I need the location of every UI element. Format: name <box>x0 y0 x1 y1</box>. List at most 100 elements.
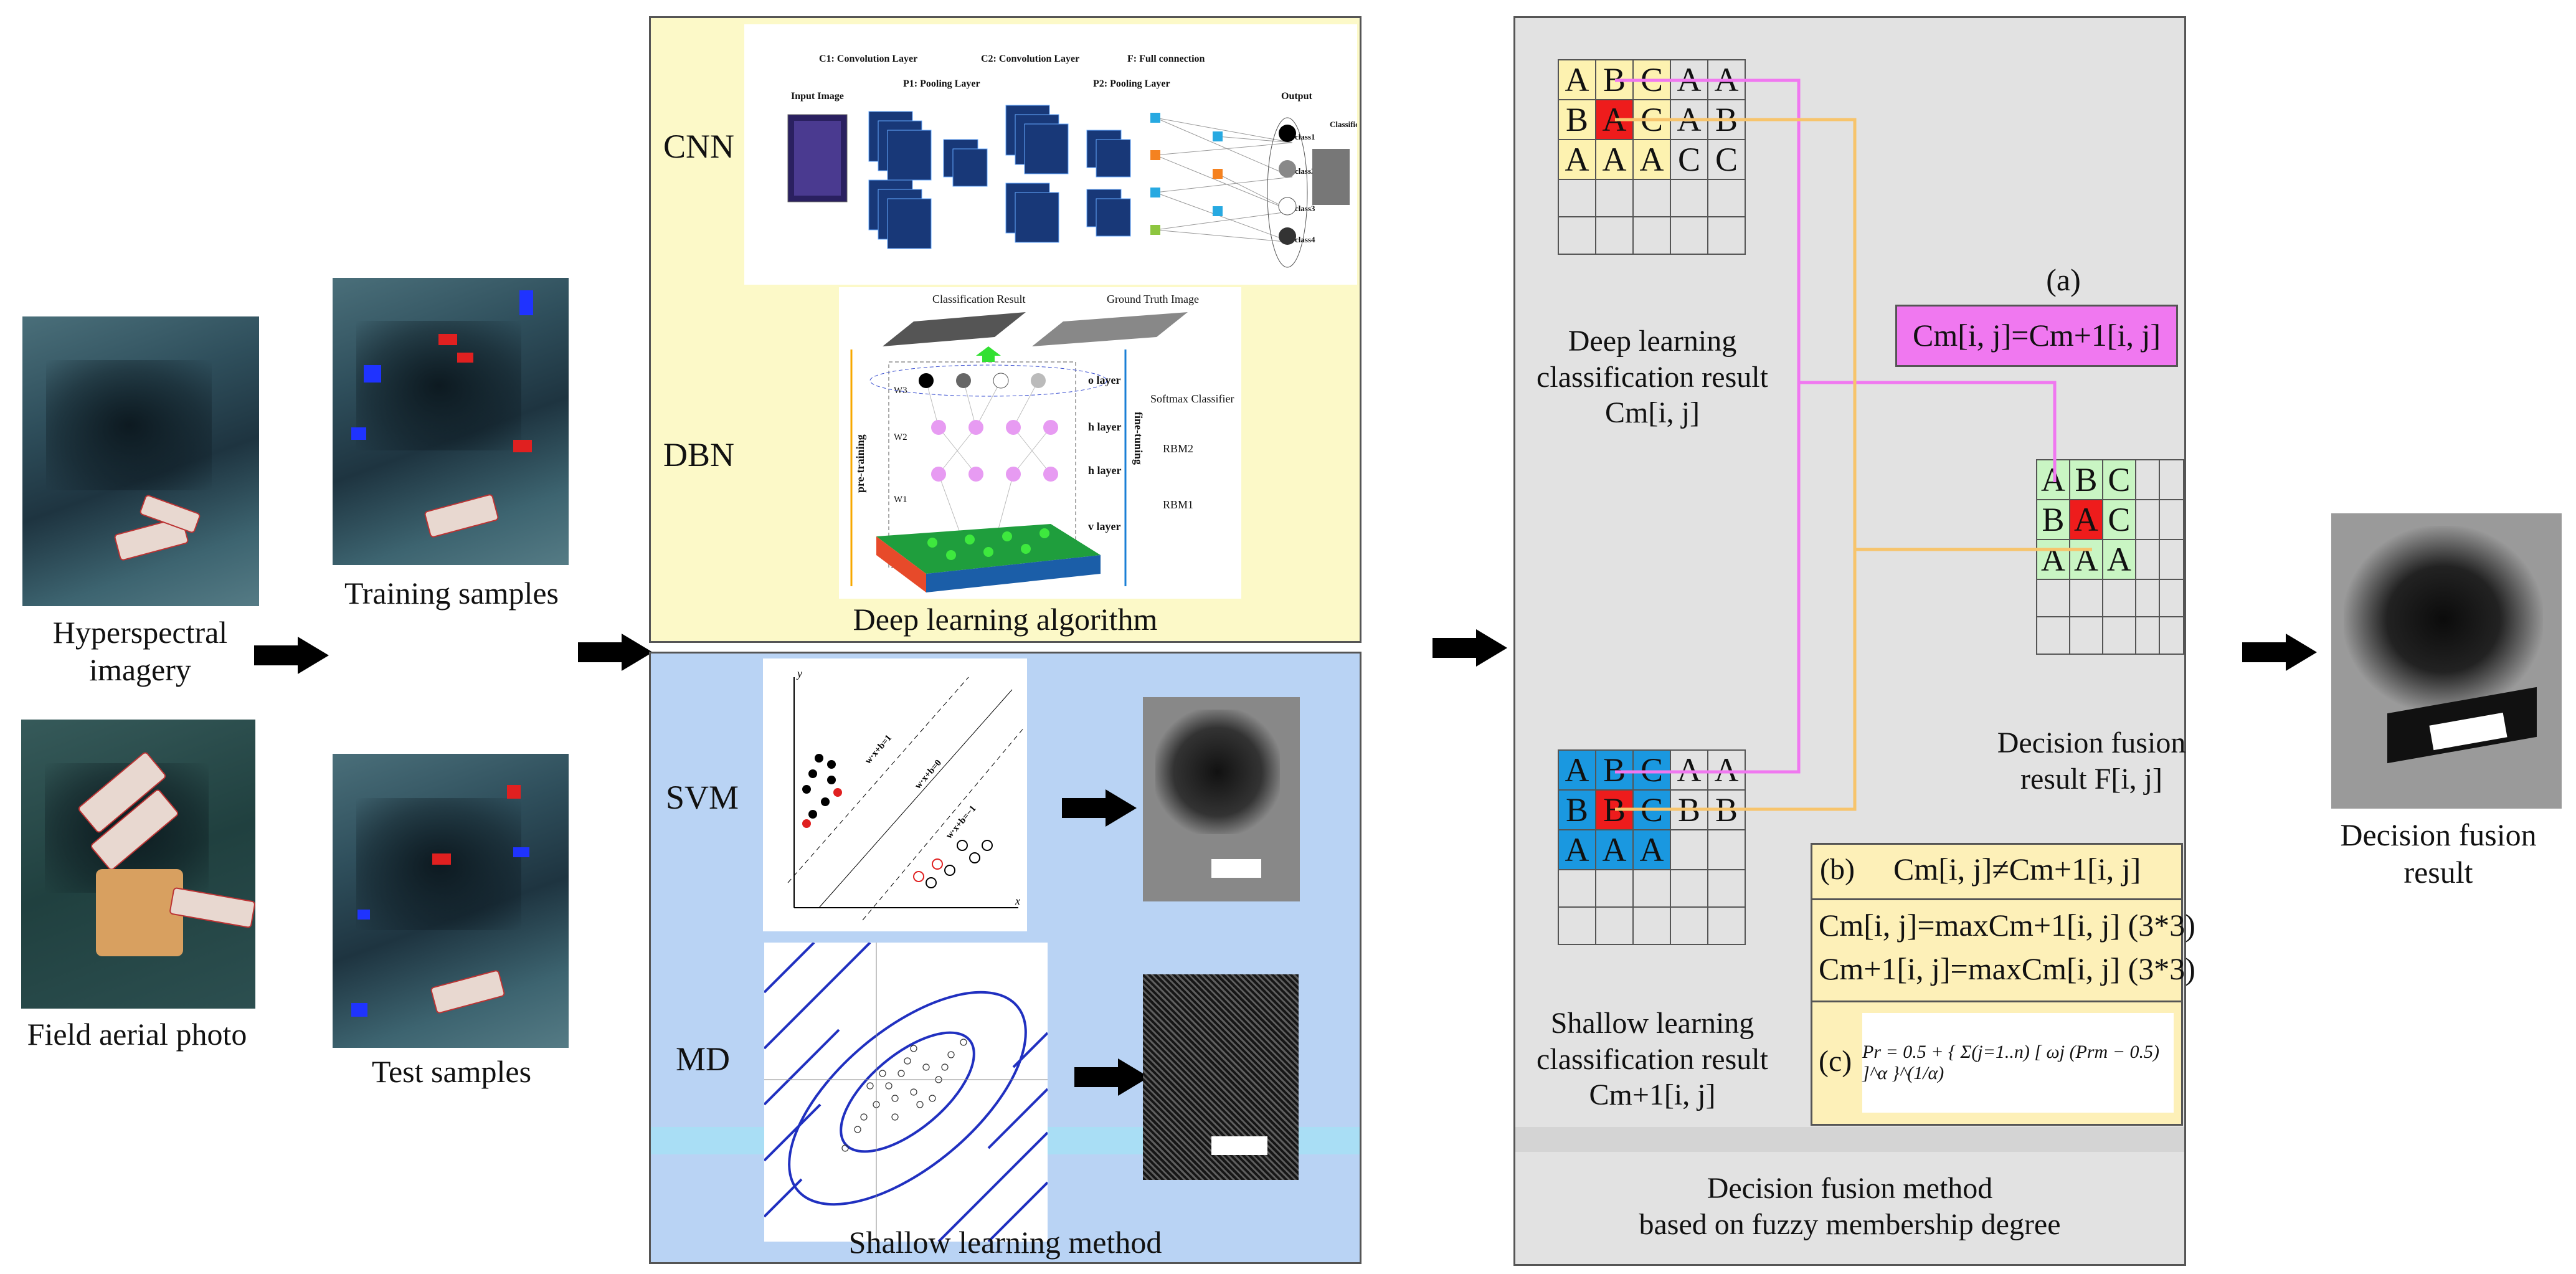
deep-cell: B <box>1558 99 1596 140</box>
cnn-text-8: class1 <box>1295 132 1315 141</box>
final-result-label-line: Decision fusion <box>2340 817 2537 852</box>
fused-grid-caption: Decision fusion result F[i, j] <box>1989 725 2194 797</box>
fused-caption-line: Decision fusion <box>1997 726 2186 759</box>
equation-a-text: Cm[i, j]=Cm+1[i, j] <box>1912 318 2161 353</box>
fused-cell: A <box>2036 459 2070 500</box>
shallow-cell: A <box>1632 829 1671 870</box>
cnn-text-3: P1: Pooling Layer <box>903 78 980 89</box>
cnn-diagram: C1: Convolution Layer C2: Convolution La… <box>744 24 1401 285</box>
shallow-cell: A <box>1707 749 1746 791</box>
svm-line-label-2: w·x+b=−1 <box>944 804 978 840</box>
cnn-text-4: P2: Pooling Layer <box>1093 78 1170 89</box>
final-result-label-line: result <box>2403 855 2473 890</box>
shallow-cell: A <box>1595 829 1634 870</box>
svm-label: SVM <box>666 779 739 816</box>
fused-cell: A <box>2068 539 2103 580</box>
md-plot <box>763 941 1049 1243</box>
shallow-cell: C <box>1632 749 1671 791</box>
dbn-text-13: W1 <box>894 495 907 505</box>
shallow-learning-title: Shallow learning method <box>651 1224 1360 1261</box>
deep-caption-line: Deep learning <box>1568 325 1737 358</box>
dbn-network-svg: Classification Result Ground Truth Image… <box>850 293 1234 592</box>
md-label: MD <box>676 1040 731 1078</box>
cnn-network-svg: C1: Convolution Layer C2: Convolution La… <box>787 54 1401 268</box>
formula-text: Pr = 0.5 + { Σ(j=1..n) [ ωj (Prm − 0.5) … <box>1862 1042 2159 1083</box>
deep-cell: A <box>1632 139 1671 180</box>
dbn-text-5: v layer <box>1088 520 1120 533</box>
cnn-text-0: C1: Convolution Layer <box>819 54 917 64</box>
training-samples-label-text: Training samples <box>344 576 559 611</box>
shallow-cell: B <box>1558 789 1596 830</box>
shallow-cell-center: B <box>1595 789 1634 830</box>
shallow-caption-line: Shallow learning <box>1550 1007 1754 1040</box>
final-result-label: Decision fusion result <box>2304 816 2572 891</box>
test-samples-image <box>333 754 569 1048</box>
deep-cell: B <box>1595 59 1634 100</box>
cnn-text-9: class2 <box>1295 166 1315 176</box>
dbn-label: DBN <box>663 436 735 473</box>
arrow-right-icon <box>578 634 653 671</box>
test-samples-label-text: Test samples <box>371 1054 532 1089</box>
deep-cell: A <box>1595 139 1634 180</box>
dbn-text-0: Classification Result <box>932 293 1025 305</box>
dbn-text-2: o layer <box>1088 374 1120 386</box>
svm-plot-svg: x y w·x+b=1 w·x+b=0 w·x+b=−1 <box>787 667 1025 921</box>
equation-b2: Cm+1[i, j]=maxCm[i, j] (3*3) <box>1819 951 2195 986</box>
dbn-text-1: Ground Truth Image <box>1107 293 1199 305</box>
shallow-grid-caption: Shallow learning classification result C… <box>1522 1005 1783 1113</box>
dbn-text-7: RBM2 <box>1163 442 1193 455</box>
dbn-text-4: h layer <box>1088 464 1122 477</box>
decision-fusion-title-line: based on fuzzy membership degree <box>1639 1207 2061 1241</box>
dbn-text-8: RBM1 <box>1163 498 1193 511</box>
fused-cell: A <box>2101 539 2136 580</box>
deep-caption-line: classification result <box>1537 360 1768 394</box>
fused-cell: C <box>2101 499 2136 540</box>
svm-result-map <box>1143 697 1300 901</box>
cnn-text-5: Input Image <box>791 91 844 102</box>
field-aerial-photo <box>21 720 255 1009</box>
svm-line-label-1: w·x+b=0 <box>913 758 944 791</box>
shallow-grid: A B C A A B B C B B A A A <box>1558 749 1746 945</box>
shallow-cell: A <box>1558 749 1596 791</box>
decision-fusion-panel: A B C A A B A C A B A A A C C Deep learn… <box>1513 16 2195 1266</box>
training-samples-label: Training samples <box>311 574 592 612</box>
arrow-right-icon <box>1074 1058 1149 1096</box>
label-c: (c) <box>1819 1045 1852 1078</box>
arrow-right-icon <box>1432 629 1507 667</box>
equation-b1: Cm[i, j]=maxCm+1[i, j] (3*3) <box>1819 908 2195 943</box>
hyperspectral-label: Hyperspectral imagery <box>6 614 274 688</box>
deep-learning-panel: CNN DBN C1: Convolution Layer C2: Convol… <box>649 16 1401 643</box>
deep-learning-title-text: Deep learning algorithm <box>853 602 1158 637</box>
formula-box: Pr = 0.5 + { Σ(j=1..n) [ ωj (Prm − 0.5) … <box>1862 1013 2174 1113</box>
test-samples-label: Test samples <box>311 1053 592 1090</box>
field-photo-label: Field aerial photo <box>0 1015 274 1053</box>
deep-grid-caption: Deep learning classification result Cm[i… <box>1528 323 1777 431</box>
fused-cell-center: A <box>2068 499 2103 540</box>
cnn-label: CNN <box>663 128 735 165</box>
label-a: (a) <box>2046 262 2081 297</box>
shallow-caption-line: classification result <box>1537 1042 1768 1076</box>
md-plot-svg <box>763 941 1049 1243</box>
shallow-learning-title-text: Shallow learning method <box>848 1225 1162 1260</box>
fused-caption-line: result F[i, j] <box>2020 762 2162 796</box>
cnn-text-2: F: Full connection <box>1127 54 1205 64</box>
fused-cell: A <box>2036 539 2070 580</box>
shallow-caption-line: Cm+1[i, j] <box>1589 1078 1716 1112</box>
arrow-right-icon <box>254 637 329 674</box>
decision-fusion-result-map <box>2331 513 2562 809</box>
shallow-learning-panel: SVM MD x y w·x+b=1 w·x+b=0 w·x+b=−1 <box>649 652 1361 1264</box>
dbn-diagram: Classification Result Ground Truth Image… <box>839 287 1241 599</box>
fused-grid: A B C B A C A A A <box>2036 459 2184 655</box>
svm-plot: x y w·x+b=1 w·x+b=0 w·x+b=−1 <box>763 658 1027 931</box>
arrow-right-icon <box>1062 789 1137 827</box>
decision-fusion-title: Decision fusion method based on fuzzy me… <box>1515 1171 2184 1242</box>
deep-cell: A <box>1558 139 1596 180</box>
deep-cell: C <box>1670 139 1708 180</box>
dbn-text-6: Softmax Classifier <box>1150 392 1234 405</box>
arrow-right-icon <box>2242 634 2317 671</box>
hyperspectral-image <box>22 316 259 606</box>
cnn-text-11: class4 <box>1295 235 1315 244</box>
deep-cell: C <box>1707 139 1746 180</box>
dbn-text-11: W3 <box>894 386 907 396</box>
cnn-text-6: Output <box>1281 91 1312 102</box>
